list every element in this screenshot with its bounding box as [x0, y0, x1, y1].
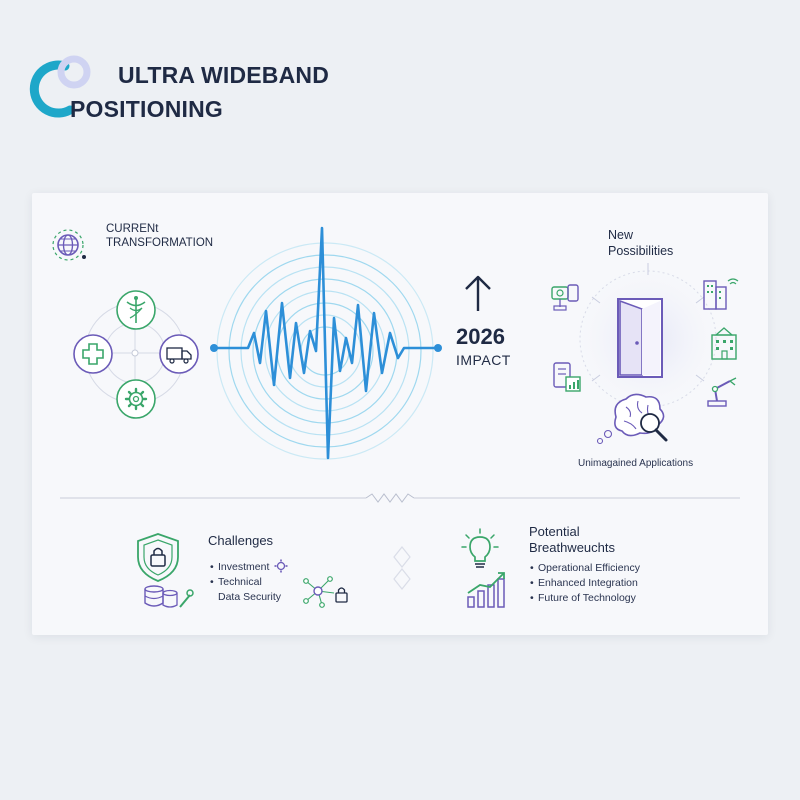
dashboard-device-icon [550, 359, 586, 397]
medical-cross-icon [72, 333, 114, 375]
open-door-icon [612, 293, 672, 383]
heading-line-1: CURRENt [106, 223, 159, 235]
heading-line-2: Possibilities [608, 244, 674, 258]
heading-line-2: Breathweuchts [529, 540, 615, 555]
brand-logo [28, 52, 98, 122]
list-item: •Investment [210, 561, 270, 573]
lightbulb-icon [460, 527, 500, 571]
list-item: Data Security [210, 590, 281, 605]
heading-line-2: TRANSFORMATION [106, 237, 214, 249]
growth-chart-icon [464, 571, 508, 611]
page-title-line-2: POSITIONING [70, 96, 223, 122]
challenges-heading: Challenges [208, 533, 274, 548]
up-arrow-icon [462, 273, 494, 313]
city-building-icon [706, 325, 742, 361]
list-item-label: Enhanced Integration [538, 577, 638, 589]
heading-line-1: New [608, 228, 634, 242]
smart-building-icon [700, 273, 740, 313]
list-item-label: Technical [218, 576, 262, 588]
impact-year: 2026 [456, 324, 505, 349]
list-item: •Operational Efficiency [530, 562, 640, 574]
list-item: •Technical [210, 576, 262, 588]
robot-camera-icon [546, 277, 586, 313]
list-item-label: Data Security [218, 591, 282, 603]
database-wrench-icon [142, 583, 194, 611]
list-item-label: Operational Efficiency [538, 562, 640, 574]
potential-breakthroughs-heading: Potential Breathweuchts [529, 524, 615, 556]
unimagined-applications-caption: Unimagained Applications [578, 458, 694, 469]
globe-icon [48, 227, 88, 263]
list-item-label: Investment [218, 561, 270, 573]
current-transformation-heading: CURRENt TRANSFORMATION [106, 222, 213, 250]
small-gear-icon [274, 559, 288, 573]
new-possibilities-heading: New Possibilities [608, 227, 673, 259]
list-item: •Future of Technology [530, 592, 636, 604]
delivery-truck-icon [158, 333, 200, 375]
breakthroughs-list: •Operational Efficiency •Enhanced Integr… [530, 561, 640, 606]
challenges-list: •Investment •Technical Data Security [210, 560, 281, 605]
security-shield-icon [132, 531, 184, 583]
section-divider [60, 491, 740, 505]
list-item-label: Future of Technology [538, 592, 636, 604]
robot-arm-icon [702, 373, 742, 409]
decorative-connector [390, 545, 414, 595]
heading-line-1: Potential [529, 524, 580, 539]
network-lock-icon [300, 573, 352, 609]
brain-search-icon [594, 389, 676, 451]
infographic-card: CURRENt TRANSFORMATION [32, 193, 768, 635]
list-item: •Enhanced Integration [530, 577, 638, 589]
uwb-signal-waveform [210, 223, 450, 463]
caduceus-icon [115, 289, 157, 331]
gear-icon [115, 378, 157, 420]
page-title-line-1: ULTRA WIDEBAND [118, 62, 330, 88]
impact-label: IMPACT [456, 352, 511, 368]
